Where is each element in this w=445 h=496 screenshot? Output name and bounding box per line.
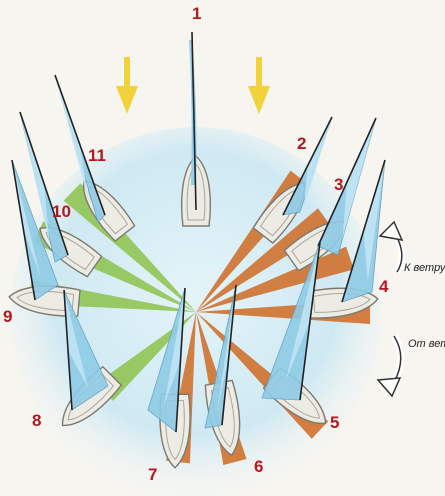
curved-arrow-up-icon bbox=[378, 220, 406, 274]
sail-11 bbox=[54, 74, 106, 223]
position-number-3: 3 bbox=[334, 175, 344, 194]
sail-4 bbox=[341, 159, 386, 303]
wind-arrow-icon bbox=[116, 57, 138, 114]
position-number-5: 5 bbox=[330, 413, 340, 432]
position-number-9: 9 bbox=[3, 307, 13, 326]
sail-2 bbox=[282, 116, 333, 216]
boat-deck bbox=[186, 163, 206, 221]
position-number-1: 1 bbox=[192, 4, 202, 23]
from-wind-label: От ветра bbox=[408, 338, 445, 350]
curved-arrow-down-icon bbox=[376, 334, 405, 398]
position-number-8: 8 bbox=[32, 411, 42, 430]
sail-6 bbox=[204, 284, 237, 429]
boats bbox=[8, 31, 386, 469]
toward-wind-label: К ветру bbox=[404, 262, 445, 274]
sail-3 bbox=[317, 117, 377, 256]
sail-10 bbox=[19, 111, 69, 263]
position-number-6: 6 bbox=[254, 457, 264, 476]
sail-1 bbox=[189, 31, 197, 211]
boat-9 bbox=[8, 285, 81, 317]
boat-deck bbox=[16, 291, 75, 311]
ray-2 bbox=[196, 208, 333, 312]
position-number-7: 7 bbox=[148, 465, 158, 484]
sail-9 bbox=[11, 159, 59, 301]
sail-7 bbox=[147, 287, 186, 433]
position-number-2: 2 bbox=[297, 134, 307, 153]
wind-arrow-icon bbox=[248, 57, 270, 114]
sail-5 bbox=[261, 241, 321, 401]
position-number-10: 10 bbox=[52, 202, 71, 221]
position-number-4: 4 bbox=[379, 277, 389, 296]
position-number-11: 11 bbox=[88, 146, 106, 165]
sail-8 bbox=[63, 289, 109, 411]
